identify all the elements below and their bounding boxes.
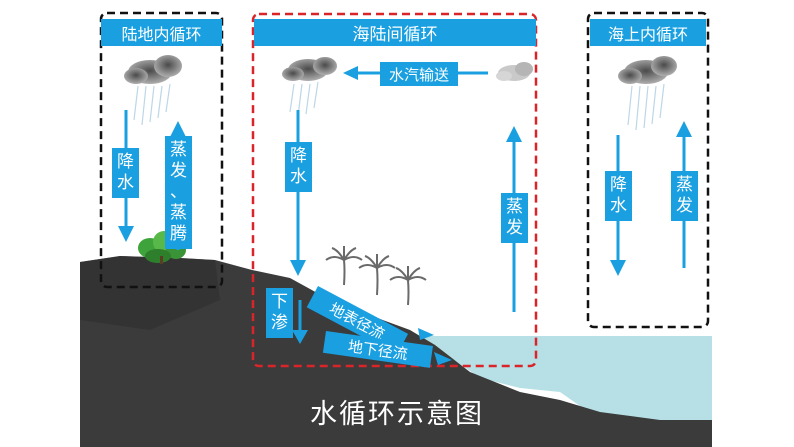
land-cycle-title: 陆地内循环	[101, 19, 222, 46]
vapor-transport-label: 水汽输送	[380, 62, 458, 86]
vapor-transport-arrowhead	[343, 66, 358, 80]
diagram-caption: 水循环示意图	[310, 399, 484, 430]
sea-precipitation-label: 降水	[605, 171, 632, 221]
infiltration-label: 下渗	[266, 288, 293, 338]
precipitation-arrowhead	[290, 260, 306, 276]
precipitation-arrowhead	[118, 226, 134, 242]
rain-cloud-icon	[124, 55, 182, 126]
sea-cycle-box	[586, 11, 710, 329]
sea-evaporation-label: 蒸发	[671, 171, 698, 221]
evaporation-arrowhead	[676, 121, 692, 137]
palm-tree-icon	[325, 246, 427, 306]
sea	[420, 336, 712, 420]
surface-runoff-arrowhead	[418, 328, 434, 340]
precipitation-arrowhead	[610, 260, 626, 276]
sea-land-evaporation-label: 蒸发	[501, 193, 528, 243]
sea-cycle-title: 海上内循环	[590, 19, 706, 46]
cloud-icon	[496, 62, 533, 81]
land-evaporation-label: 蒸发、蒸腾	[165, 136, 192, 249]
rain-cloud-icon	[618, 56, 677, 131]
evaporation-arrowhead	[170, 121, 186, 137]
infiltration-arrowhead	[292, 330, 308, 344]
evaporation-arrowhead	[506, 126, 522, 142]
rain-cloud-icon	[282, 57, 337, 117]
sea-land-cycle-box	[251, 12, 538, 368]
ground-runoff-arrowhead	[434, 352, 452, 365]
land-precipitation-label: 降水	[112, 148, 139, 198]
ground-shading	[80, 256, 220, 330]
land-cycle-box	[99, 11, 224, 289]
sea-land-precipitation-label: 降水	[285, 142, 312, 192]
sea-land-cycle-title: 海陆间循环	[254, 19, 536, 46]
